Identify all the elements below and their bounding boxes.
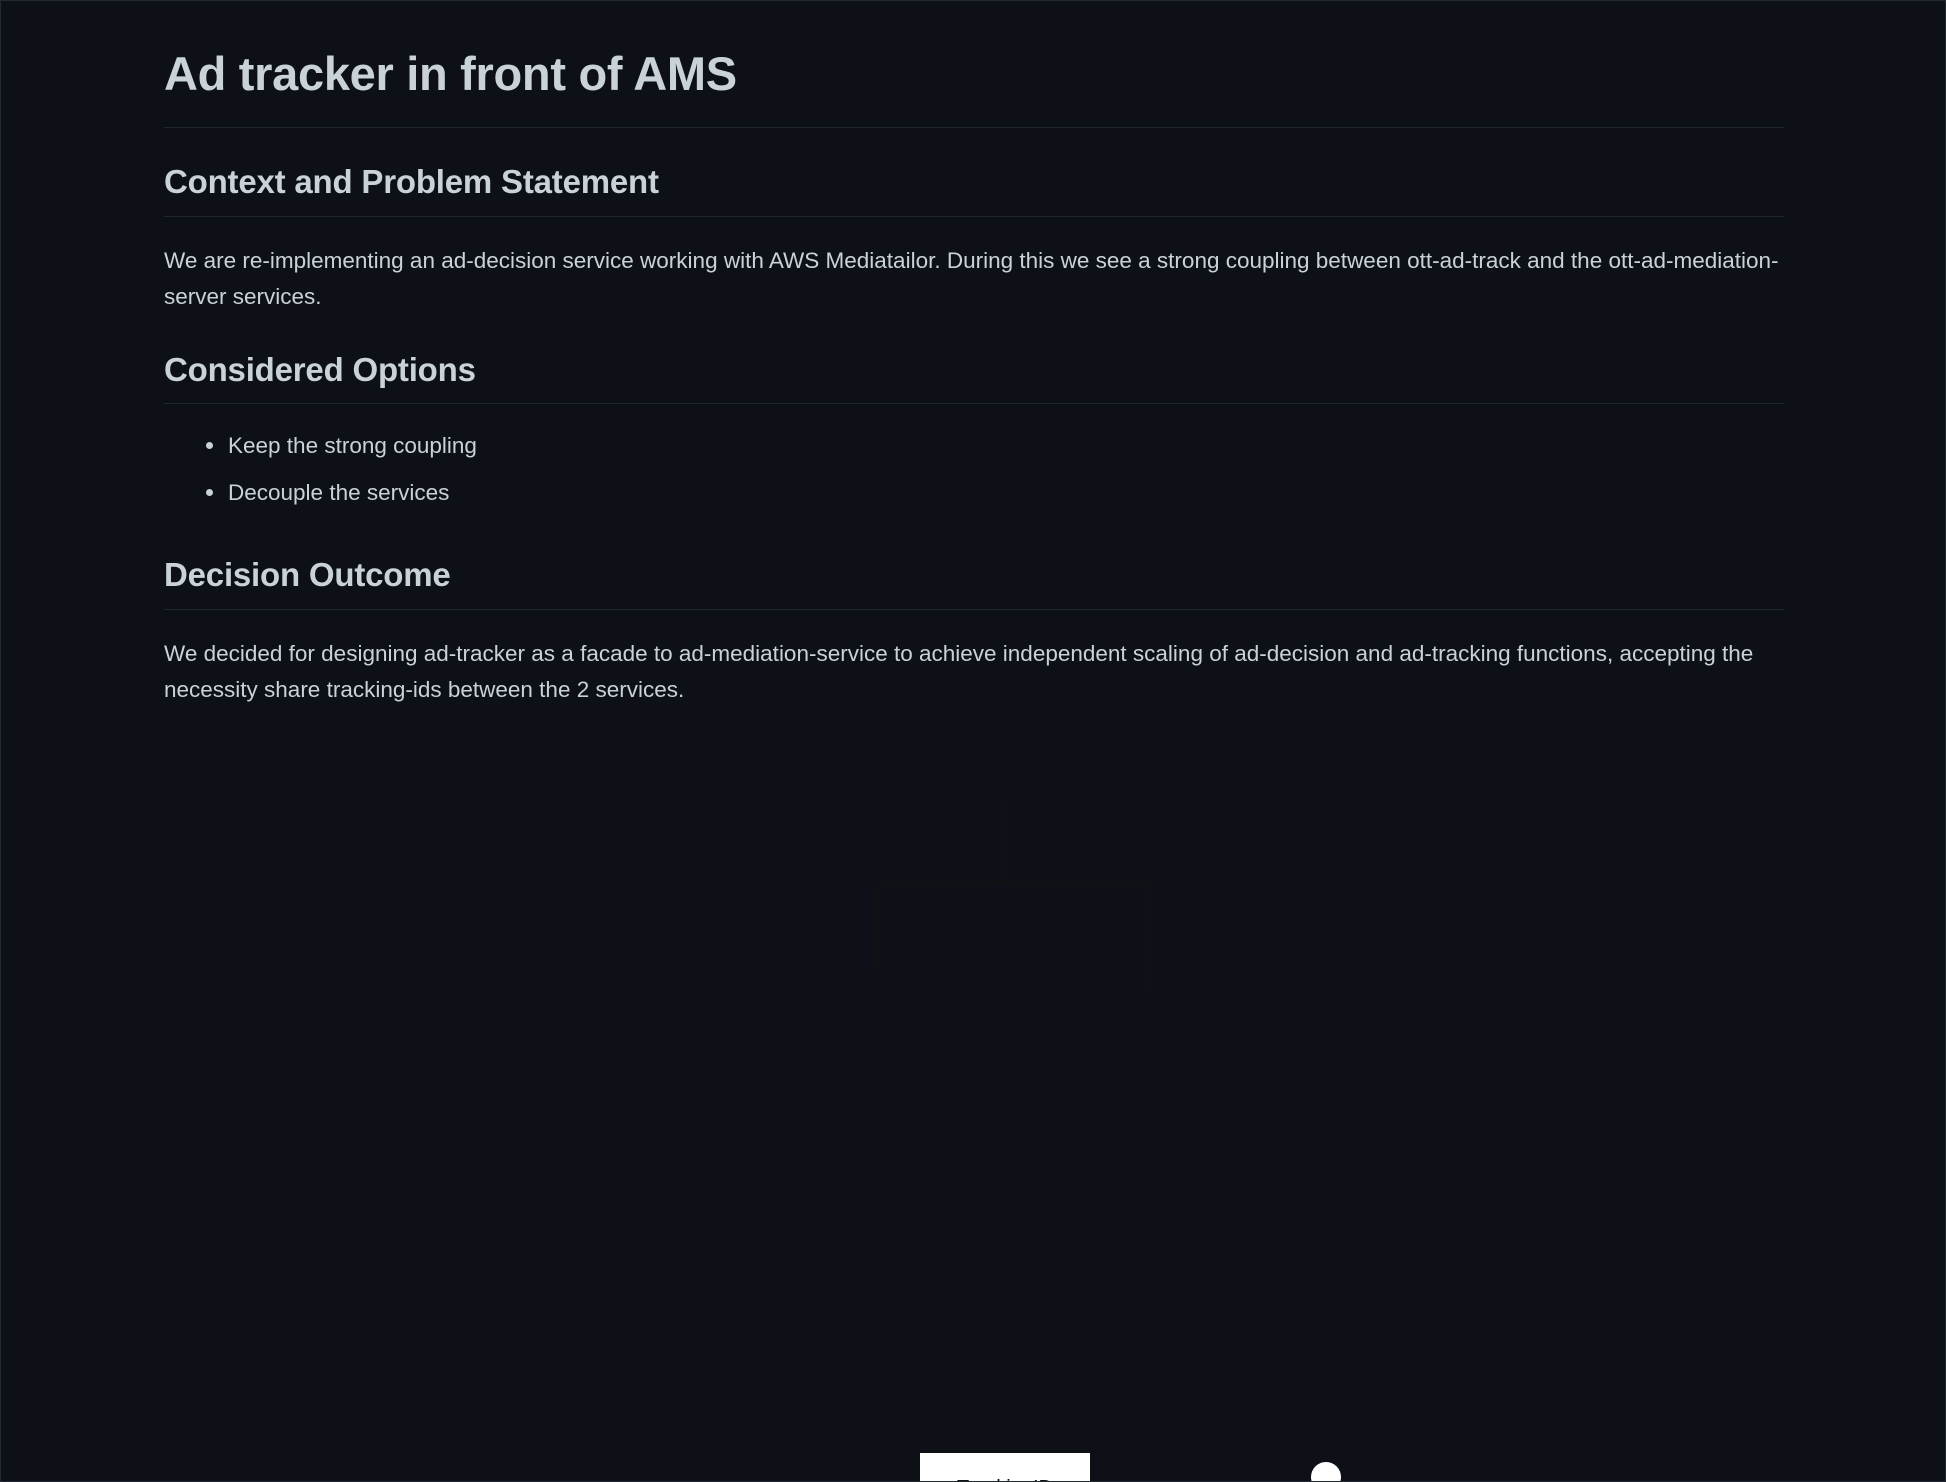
section-heading-decision-outcome: Decision Outcome: [164, 521, 1784, 610]
document-body: Ad tracker in front of AMS Context and P…: [164, 31, 1784, 708]
considered-options-list: Keep the strong coupling Decouple the se…: [164, 404, 1784, 511]
node-label: TrackingID: [957, 1477, 1053, 1482]
section-paragraph-decision-outcome: We decided for designing ad-tracker as a…: [164, 640, 1754, 703]
page-title: Ad tracker in front of AMS: [164, 31, 1784, 129]
section-heading-context: Context and Problem Statement: [164, 128, 1784, 217]
diagram-connectors: [876, 798, 1341, 1481]
section-heading-considered-options: Considered Options: [164, 316, 1784, 405]
actor-mediaimpact-figure: [1311, 1462, 1341, 1481]
list-item: Decouple the services: [206, 475, 1784, 511]
section-paragraph-context: We are re-implementing an ad-decision se…: [164, 247, 1779, 310]
list-item: Keep the strong coupling: [206, 428, 1784, 464]
architecture-diagram: TrackingID HLS Media Manifest AdView eve…: [1, 717, 1945, 1482]
node-trackingid[interactable]: TrackingID: [919, 1452, 1091, 1482]
